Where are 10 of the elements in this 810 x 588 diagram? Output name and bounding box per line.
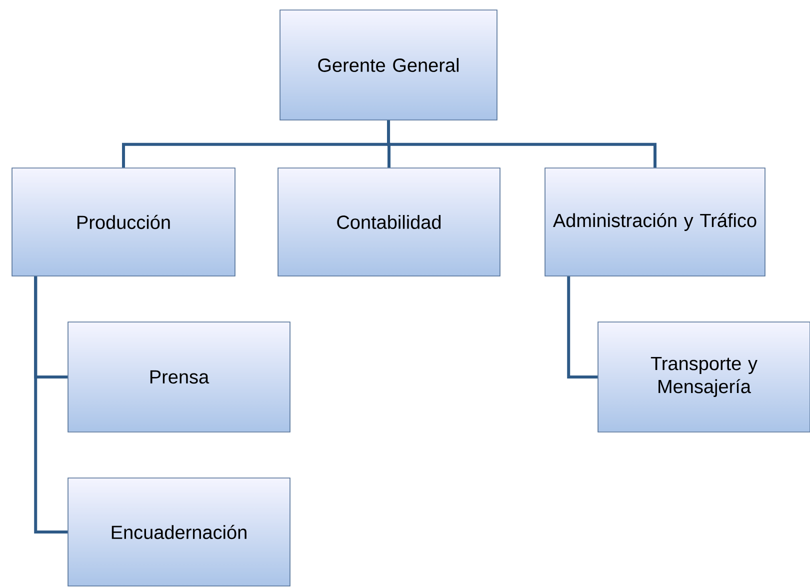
connector-line <box>387 120 656 168</box>
org-box: Prensa <box>68 322 290 432</box>
org-box: Producción <box>12 168 236 276</box>
org-box: Transporte y Mensajería <box>598 322 810 432</box>
org-box: Gerente General <box>280 10 498 120</box>
org-box: Administración y Tráfico <box>544 168 766 276</box>
connector-line <box>34 276 68 534</box>
org-box: Contabilidad <box>278 168 500 276</box>
connector-line <box>567 276 598 378</box>
org-box: Encuadernación <box>68 478 290 586</box>
